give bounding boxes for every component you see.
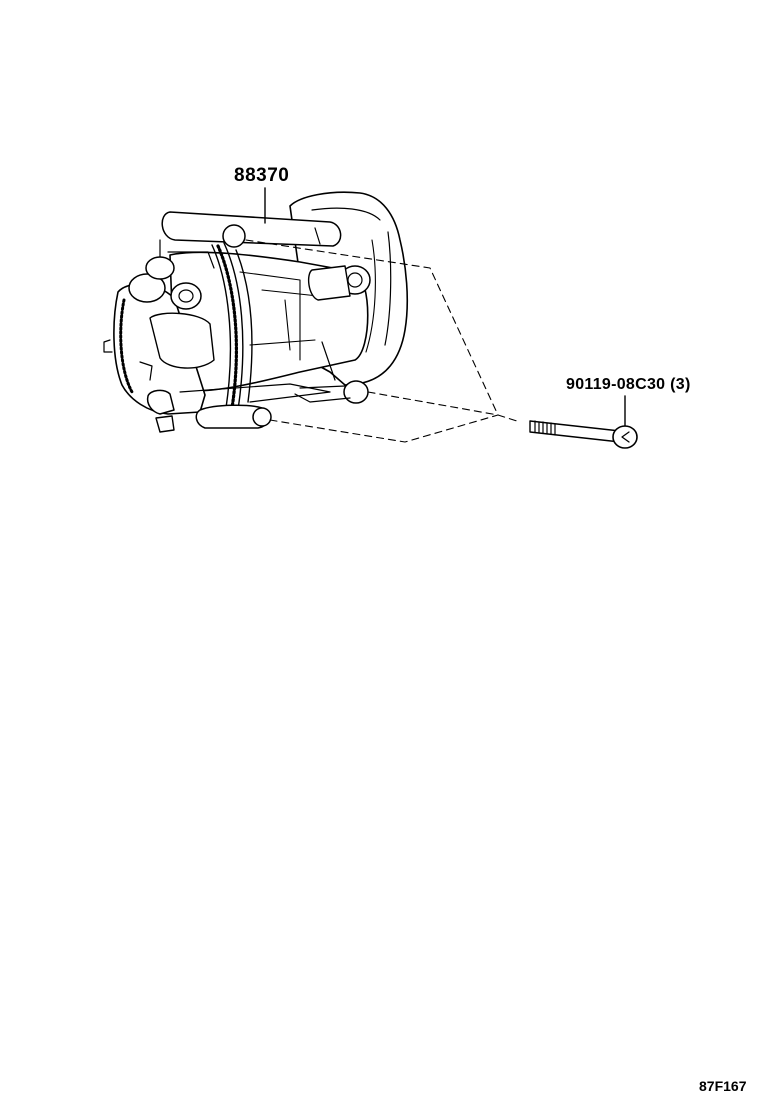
part-number-88370[interactable]: 88370 (234, 165, 290, 186)
part-number-label-compressor[interactable]: 88370 (234, 166, 289, 185)
part-number-label-bolt[interactable]: 90119-08C30 (3) (566, 377, 691, 393)
illustration-code: 87F167 (699, 1078, 747, 1094)
assembly-dashed-lines (245, 239, 521, 443)
ac-compressor-illustration[interactable] (103, 191, 409, 433)
part-number-90119-08c30[interactable]: 90119-08C30 (566, 376, 666, 393)
part-quantity: (3) (670, 376, 691, 393)
bolt-illustration[interactable] (529, 420, 638, 449)
